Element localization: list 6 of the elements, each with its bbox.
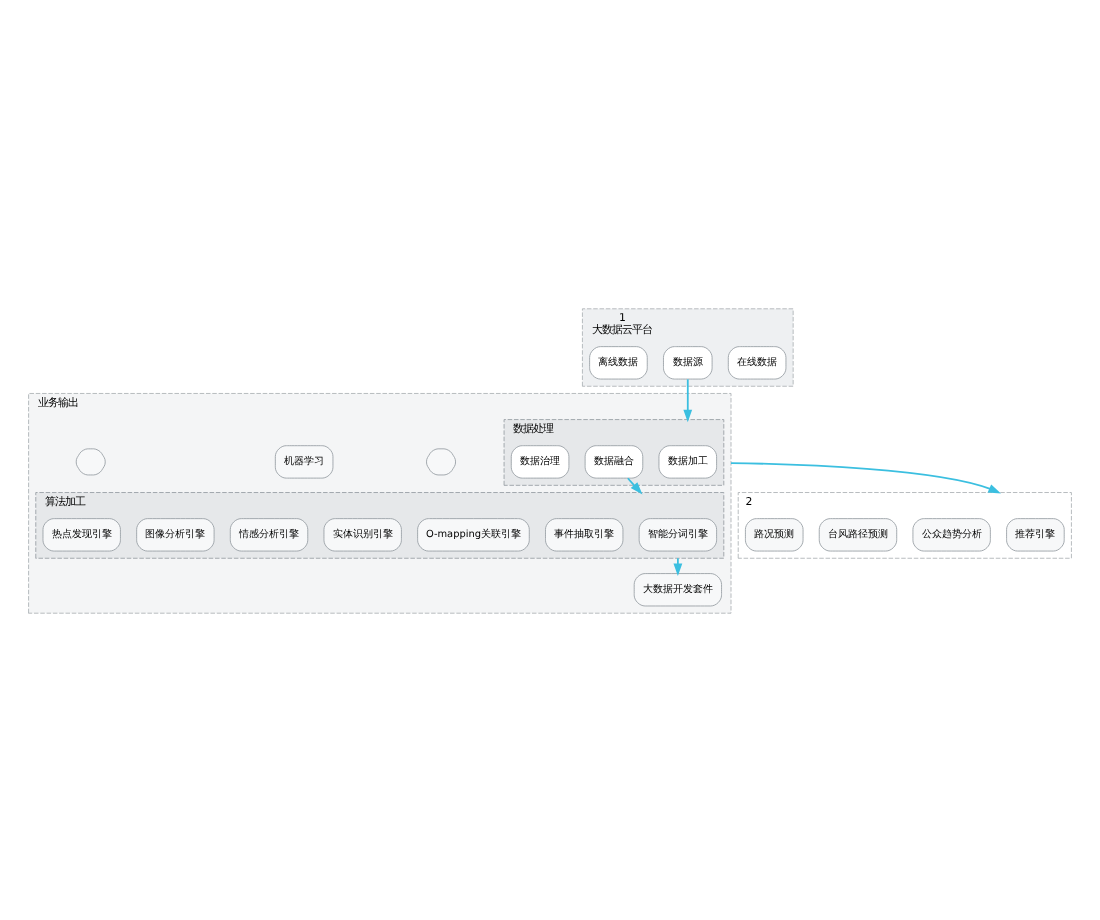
arrow (673, 556, 683, 576)
node-hexagon (426, 447, 456, 475)
arrow (683, 377, 693, 422)
arrow (730, 461, 1001, 493)
arrow (626, 476, 643, 494)
node-hexagon (75, 447, 106, 475)
